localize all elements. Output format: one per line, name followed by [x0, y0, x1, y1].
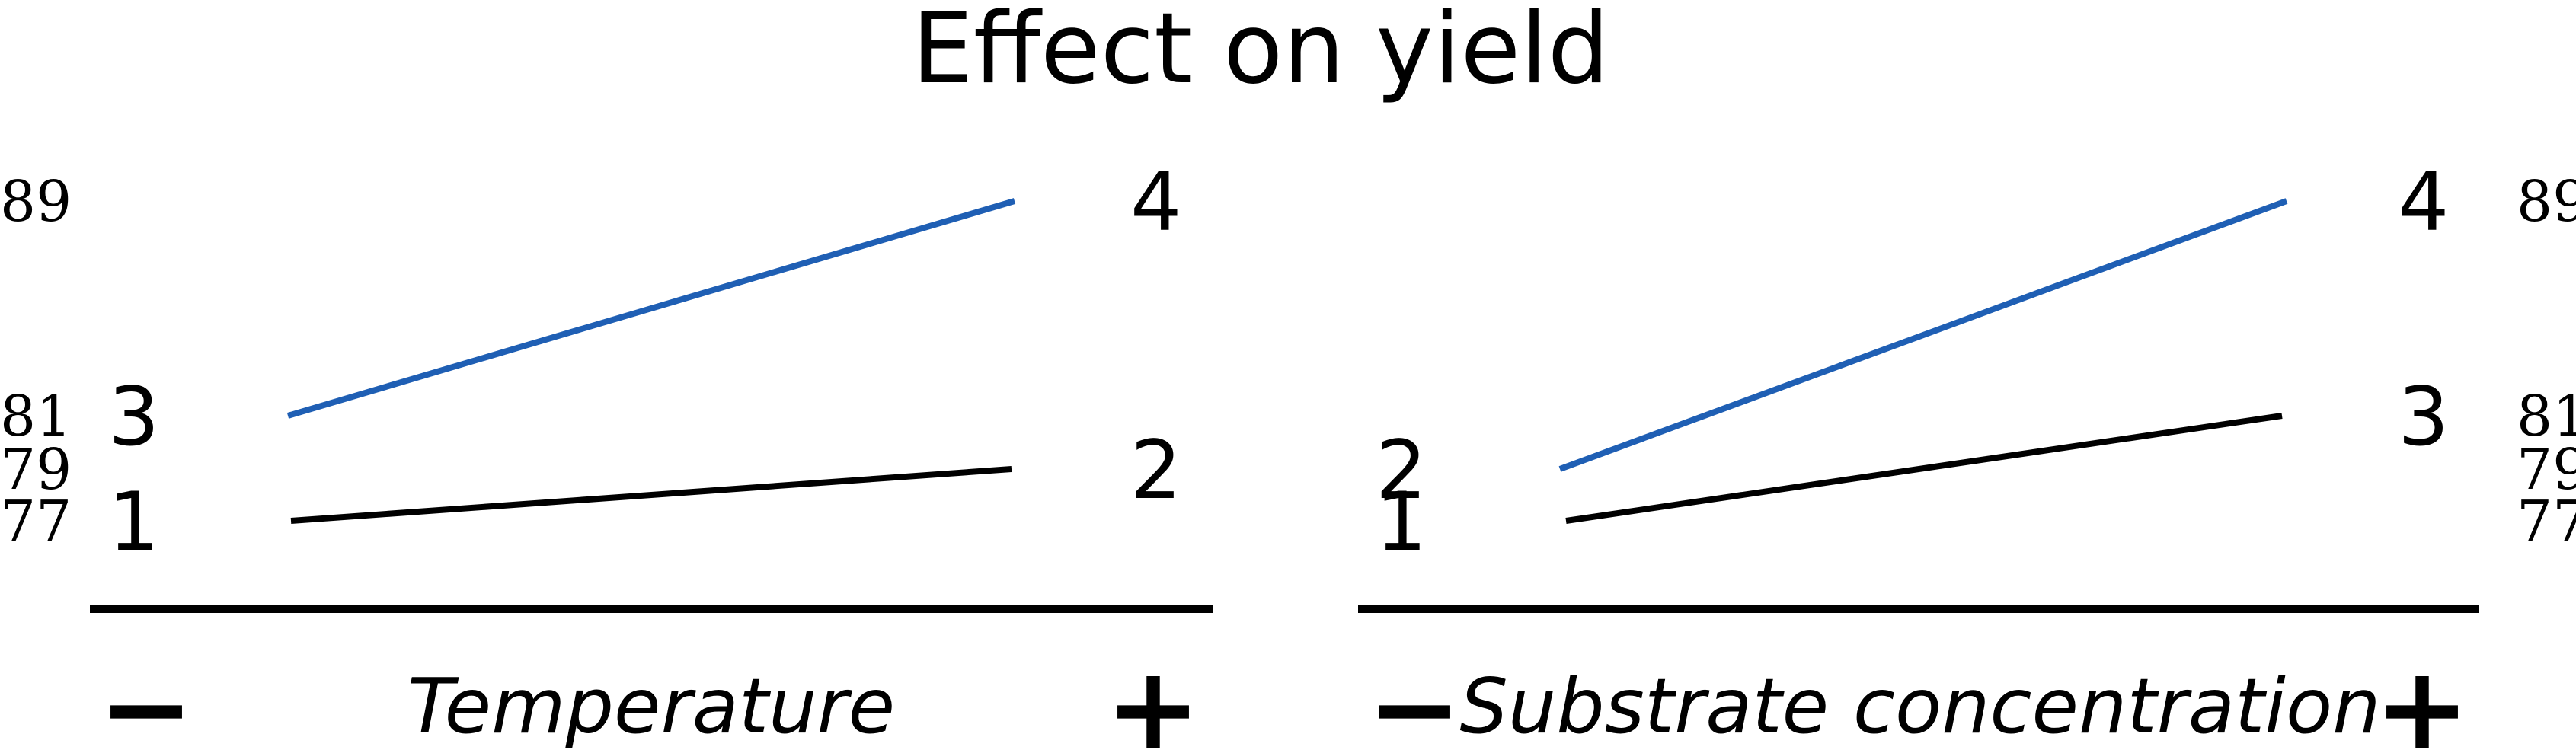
series-line-blue — [1558, 198, 2288, 472]
series-line-black — [1565, 413, 2283, 524]
y-tick-label: 89 — [0, 169, 72, 235]
point-label: 2 — [1376, 423, 1427, 517]
y-tick-labels-right: 89 81 79 77 — [2517, 169, 2576, 554]
y-tick-label: 79 — [0, 437, 72, 503]
y-tick-labels-left: 89 81 79 77 — [0, 169, 72, 554]
chart-title: Effect on yield — [912, 0, 1609, 106]
point-label: 1 — [108, 475, 159, 569]
series-line-black — [290, 466, 1012, 524]
x-low-label: − — [1366, 643, 1462, 750]
y-tick-label: 77 — [2517, 489, 2576, 554]
y-tick-label: 79 — [2517, 437, 2576, 503]
x-axis-label: Substrate concentration — [1459, 662, 2380, 750]
x-low-label: − — [98, 643, 194, 750]
series-line-blue — [286, 198, 1016, 419]
y-tick-label: 81 — [2517, 384, 2576, 449]
y-tick-label: 89 — [2517, 169, 2576, 235]
x-high-label: + — [1105, 643, 1201, 750]
panel-substrate-concentration: 89 81 79 77 2 4 1 3 − Substrate concentr… — [1358, 155, 2576, 750]
x-axis-label: Temperature — [407, 662, 895, 750]
point-label: 4 — [1130, 155, 1181, 249]
point-label: 4 — [2398, 155, 2449, 249]
point-label: 3 — [108, 370, 159, 464]
point-label: 3 — [2398, 370, 2449, 464]
panel-temperature: 89 81 79 77 3 4 1 2 − Temperature + — [0, 155, 1213, 750]
y-tick-label: 81 — [0, 384, 72, 449]
y-tick-label: 77 — [0, 489, 72, 554]
point-label: 2 — [1130, 423, 1181, 517]
point-label: 1 — [1376, 475, 1427, 569]
x-high-label: + — [2374, 643, 2470, 750]
